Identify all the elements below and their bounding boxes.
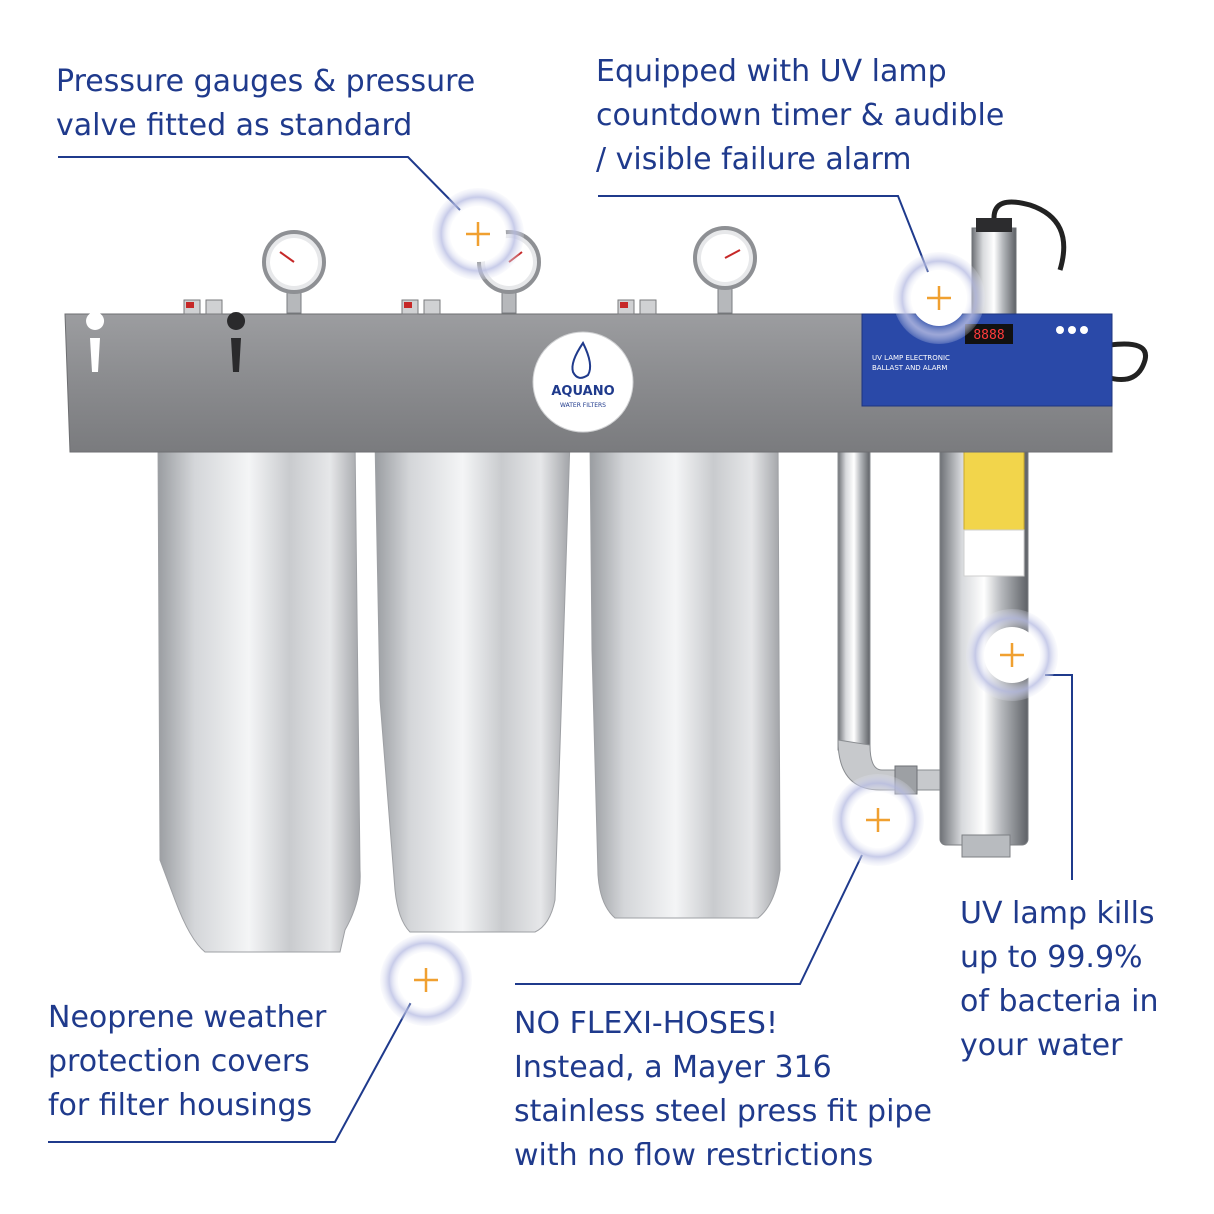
plus-icon bbox=[927, 286, 951, 310]
ballast-title: UV LAMP ELECTRONIC bbox=[872, 354, 950, 362]
keyhole-icon bbox=[86, 312, 105, 372]
callout-line: / visible failure alarm bbox=[596, 142, 912, 177]
hotspot-gauges[interactable] bbox=[432, 188, 524, 280]
callout-line: of bacteria in bbox=[960, 984, 1159, 1019]
callout-line: valve fitted as standard bbox=[56, 108, 413, 143]
stainless-press-fit-pipe bbox=[837, 439, 946, 795]
callout-line: countdown timer & audible bbox=[596, 98, 1005, 133]
callout-neoprene: Neoprene weather protection covers for f… bbox=[48, 996, 326, 1128]
countdown-display bbox=[965, 324, 1013, 344]
countdown-display-digits: 8888 bbox=[973, 328, 1004, 343]
callout-line: Equipped with UV lamp bbox=[596, 54, 947, 89]
callout-line: protection covers bbox=[48, 1044, 310, 1079]
callout-uv-kills: UV lamp kills up to 99.9% of bacteria in… bbox=[960, 892, 1159, 1068]
logo-name: AQUANO bbox=[551, 384, 614, 399]
leader-lines bbox=[48, 156, 1073, 1143]
callout-line: Neoprene weather bbox=[48, 1000, 327, 1035]
callout-uv-timer: Equipped with UV lamp countdown timer & … bbox=[596, 50, 1004, 182]
callout-line: your water bbox=[960, 1028, 1123, 1063]
callout-line: for filter housings bbox=[48, 1088, 313, 1123]
keyhole-icon bbox=[227, 312, 246, 372]
callout-line: up to 99.9% bbox=[960, 940, 1143, 975]
ballast-subtitle: BALLAST AND ALARM bbox=[872, 364, 947, 372]
pressure-gauge-3 bbox=[693, 226, 757, 314]
leader-line-neoprene bbox=[48, 994, 416, 1143]
callout-line: stainless steel press fit pipe bbox=[514, 1094, 932, 1129]
uv-ballast-panel: 8888 UV LAMP ELECTRONIC BALLAST AND ALAR… bbox=[861, 313, 1113, 407]
aquano-logo: AQUANO WATER FILTERS bbox=[532, 331, 634, 433]
plus-icon bbox=[1000, 643, 1024, 667]
hotspots[interactable] bbox=[380, 188, 1058, 1026]
plus-icon bbox=[866, 808, 890, 832]
filter-cover-1 bbox=[157, 439, 361, 953]
callout-line: NO FLEXI-HOSES! bbox=[514, 1006, 778, 1041]
plus-icon bbox=[466, 222, 490, 246]
pressure-gauge-1 bbox=[262, 230, 326, 314]
callout-gauges: Pressure gauges & pressure valve fitted … bbox=[56, 60, 475, 148]
hotspot-neoprene[interactable] bbox=[380, 934, 472, 1026]
callout-line: Pressure gauges & pressure bbox=[56, 64, 476, 99]
callout-line: UV lamp kills bbox=[960, 896, 1155, 931]
droplet-icon bbox=[571, 341, 592, 379]
callout-line: with no flow restrictions bbox=[514, 1138, 874, 1173]
filter-housing-covers bbox=[157, 439, 781, 953]
callout-line: Instead, a Mayer 316 bbox=[514, 1050, 832, 1085]
hotspot-uv-timer[interactable] bbox=[893, 252, 985, 344]
hotspot-pipe[interactable] bbox=[832, 774, 924, 866]
plus-icon bbox=[414, 968, 438, 992]
leader-line-uv-kills bbox=[1045, 674, 1073, 880]
callout-pipe: NO FLEXI-HOSES! Instead, a Mayer 316 sta… bbox=[514, 1002, 932, 1178]
leader-line-pipe bbox=[515, 854, 863, 985]
leader-line-gauges bbox=[58, 156, 461, 211]
hotspot-uv-kills[interactable] bbox=[966, 609, 1058, 701]
leader-line-uv-timer bbox=[598, 195, 929, 273]
logo-tagline: WATER FILTERS bbox=[560, 402, 606, 409]
filter-cover-2 bbox=[374, 439, 571, 933]
filter-cover-3 bbox=[589, 439, 781, 919]
